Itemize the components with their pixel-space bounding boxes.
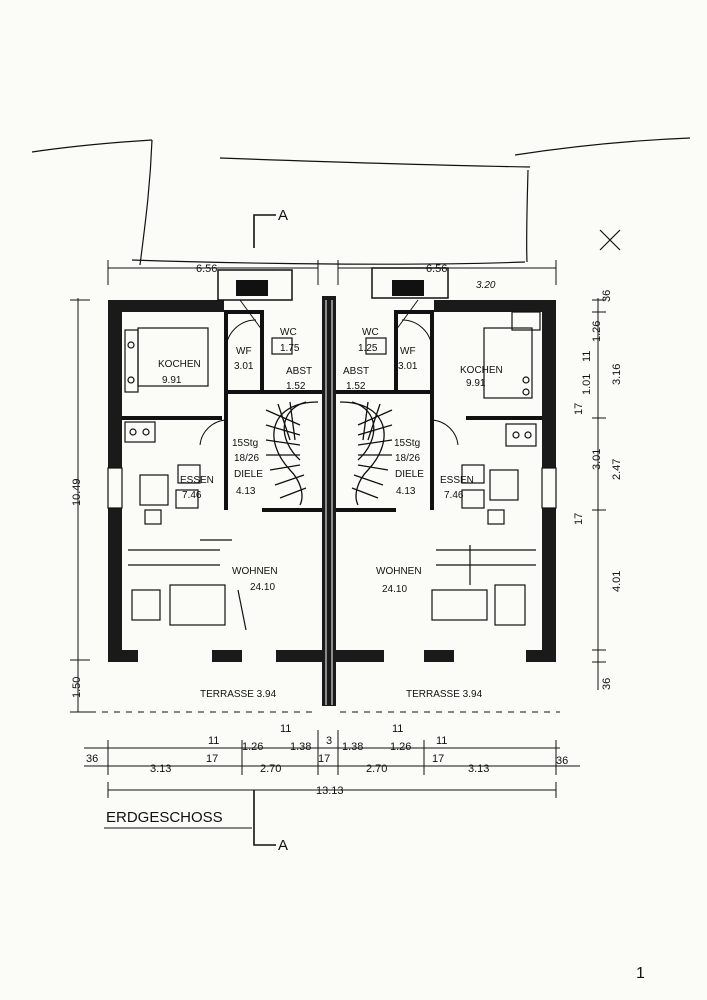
- dim-right-small-2: 1.01: [581, 374, 593, 395]
- interior-walls: [122, 310, 542, 512]
- right-diele-label: DIELE: [395, 469, 424, 480]
- dimension-lines: [70, 260, 606, 798]
- left-wohnen-label: WOHNEN: [232, 566, 278, 577]
- dim-row2-3: 2.70: [260, 763, 281, 775]
- dim-left-terrace: 1.50: [71, 677, 83, 698]
- dim-right-4: 2.47: [611, 459, 623, 480]
- party-wall: [322, 296, 336, 706]
- dim-row2-1: 3.13: [150, 763, 171, 775]
- right-wc-area: 1.25: [358, 343, 378, 354]
- dim-row1-6: 11: [392, 723, 403, 735]
- dim-row2-2: 17: [206, 753, 218, 765]
- shafts: [217, 267, 449, 301]
- section-marker-bottom-label: A: [278, 837, 288, 854]
- dim-row-1: 11 1.26 11 1.38 3 1.38 11 1.26 11: [208, 723, 447, 753]
- right-wohnen-label: WOHNEN: [376, 566, 422, 577]
- left-wc-label: WC: [280, 327, 297, 338]
- left-wf-area: 3.01: [234, 361, 254, 372]
- dim-left-total: 10.49: [71, 478, 83, 506]
- right-abst-area: 1.52: [346, 381, 366, 392]
- sketch-lines: [31, 137, 691, 266]
- right-abst-label: ABST: [343, 366, 369, 377]
- left-diele-area: 4.13: [236, 486, 256, 497]
- dim-right-small-4: 17: [573, 513, 585, 525]
- left-diele-label: DIELE: [234, 469, 263, 480]
- dim-right-bottom: 36: [601, 678, 613, 690]
- right-diele-area: 4.13: [396, 486, 416, 497]
- left-kitchen-area: 9.91: [162, 375, 182, 386]
- left-essen-label: ESSEN: [180, 475, 214, 486]
- dim-row-2: 36 3.13 17 2.70 17 2.70 17 3.13 36: [86, 753, 568, 775]
- side-windows: [107, 467, 557, 509]
- terrace-left-label: TERRASSE 3.94: [200, 689, 277, 700]
- dim-row1-8: 11: [436, 735, 447, 747]
- page-number: 1: [636, 965, 645, 982]
- left-wohnen-area: 24.10: [250, 582, 275, 593]
- right-essen-label: ESSEN: [440, 475, 474, 486]
- left-abst-label: ABST: [286, 366, 312, 377]
- right-kitchen-label: KOCHEN: [460, 365, 503, 376]
- right-wf-area: 3.01: [398, 361, 418, 372]
- right-kitchen-area: 9.91: [466, 378, 486, 389]
- dim-row1-7: 1.26: [390, 741, 411, 753]
- dim-right-2: 3.16: [611, 364, 623, 385]
- right-stair-label: 15Stg: [394, 438, 420, 449]
- dim-overall: 13.13: [316, 785, 344, 797]
- left-abst-area: 1.52: [286, 381, 306, 392]
- dim-right-small-1: 11: [581, 351, 593, 362]
- dim-top-right: 6.56: [426, 263, 447, 275]
- right-wc-label: WC: [362, 327, 379, 338]
- dim-row2-7: 3.13: [468, 763, 489, 775]
- dim-right-3: 3.01: [591, 449, 603, 470]
- dim-right-5: 4.01: [611, 571, 623, 592]
- left-wf-label: WF: [236, 346, 252, 357]
- right-stair-ratio: 18/26: [395, 453, 420, 464]
- left-stair-ratio: 18/26: [234, 453, 259, 464]
- right-wf-label: WF: [400, 346, 416, 357]
- dim-handwritten: 3.20: [476, 280, 496, 291]
- floor-title: ERDGESCHOSS: [106, 809, 223, 826]
- dim-row2-5: 2.70: [366, 763, 387, 775]
- right-essen-area: 7.46: [444, 490, 464, 501]
- left-wc-area: 1.75: [280, 343, 300, 354]
- dim-row1-4: 3: [326, 735, 332, 747]
- dim-right-1: 1.26: [591, 321, 603, 342]
- dim-row2-8: 36: [556, 755, 568, 767]
- dim-row1-3: 1.38: [290, 741, 311, 753]
- dim-top-left: 6.56: [196, 263, 217, 275]
- stair-right: [339, 401, 393, 506]
- dim-row2-4: 17: [318, 753, 330, 765]
- dim-right-small-3: 17: [573, 403, 585, 415]
- door-swings: [199, 299, 459, 446]
- left-essen-area: 7.46: [182, 490, 202, 501]
- section-marker-top: [253, 214, 276, 248]
- terrace-right-label: TERRASSE 3.94: [406, 689, 483, 700]
- furniture: [124, 311, 541, 631]
- left-kitchen-label: KOCHEN: [158, 359, 201, 370]
- dim-row1-1: 1.26: [242, 741, 263, 753]
- dim-row2-0: 36: [86, 753, 98, 765]
- dim-row2-6: 17: [432, 753, 444, 765]
- dim-row1-5: 1.38: [342, 741, 363, 753]
- stair-left: [265, 401, 319, 506]
- dim-row1-2: 11: [280, 723, 291, 735]
- left-stair-label: 15Stg: [232, 438, 258, 449]
- section-marker-top-label: A: [278, 207, 288, 224]
- section-marker-bottom: [253, 790, 276, 846]
- dim-right-top: 36: [601, 290, 613, 302]
- dim-row1-0: 11: [208, 735, 219, 747]
- right-wohnen-area: 24.10: [382, 584, 407, 595]
